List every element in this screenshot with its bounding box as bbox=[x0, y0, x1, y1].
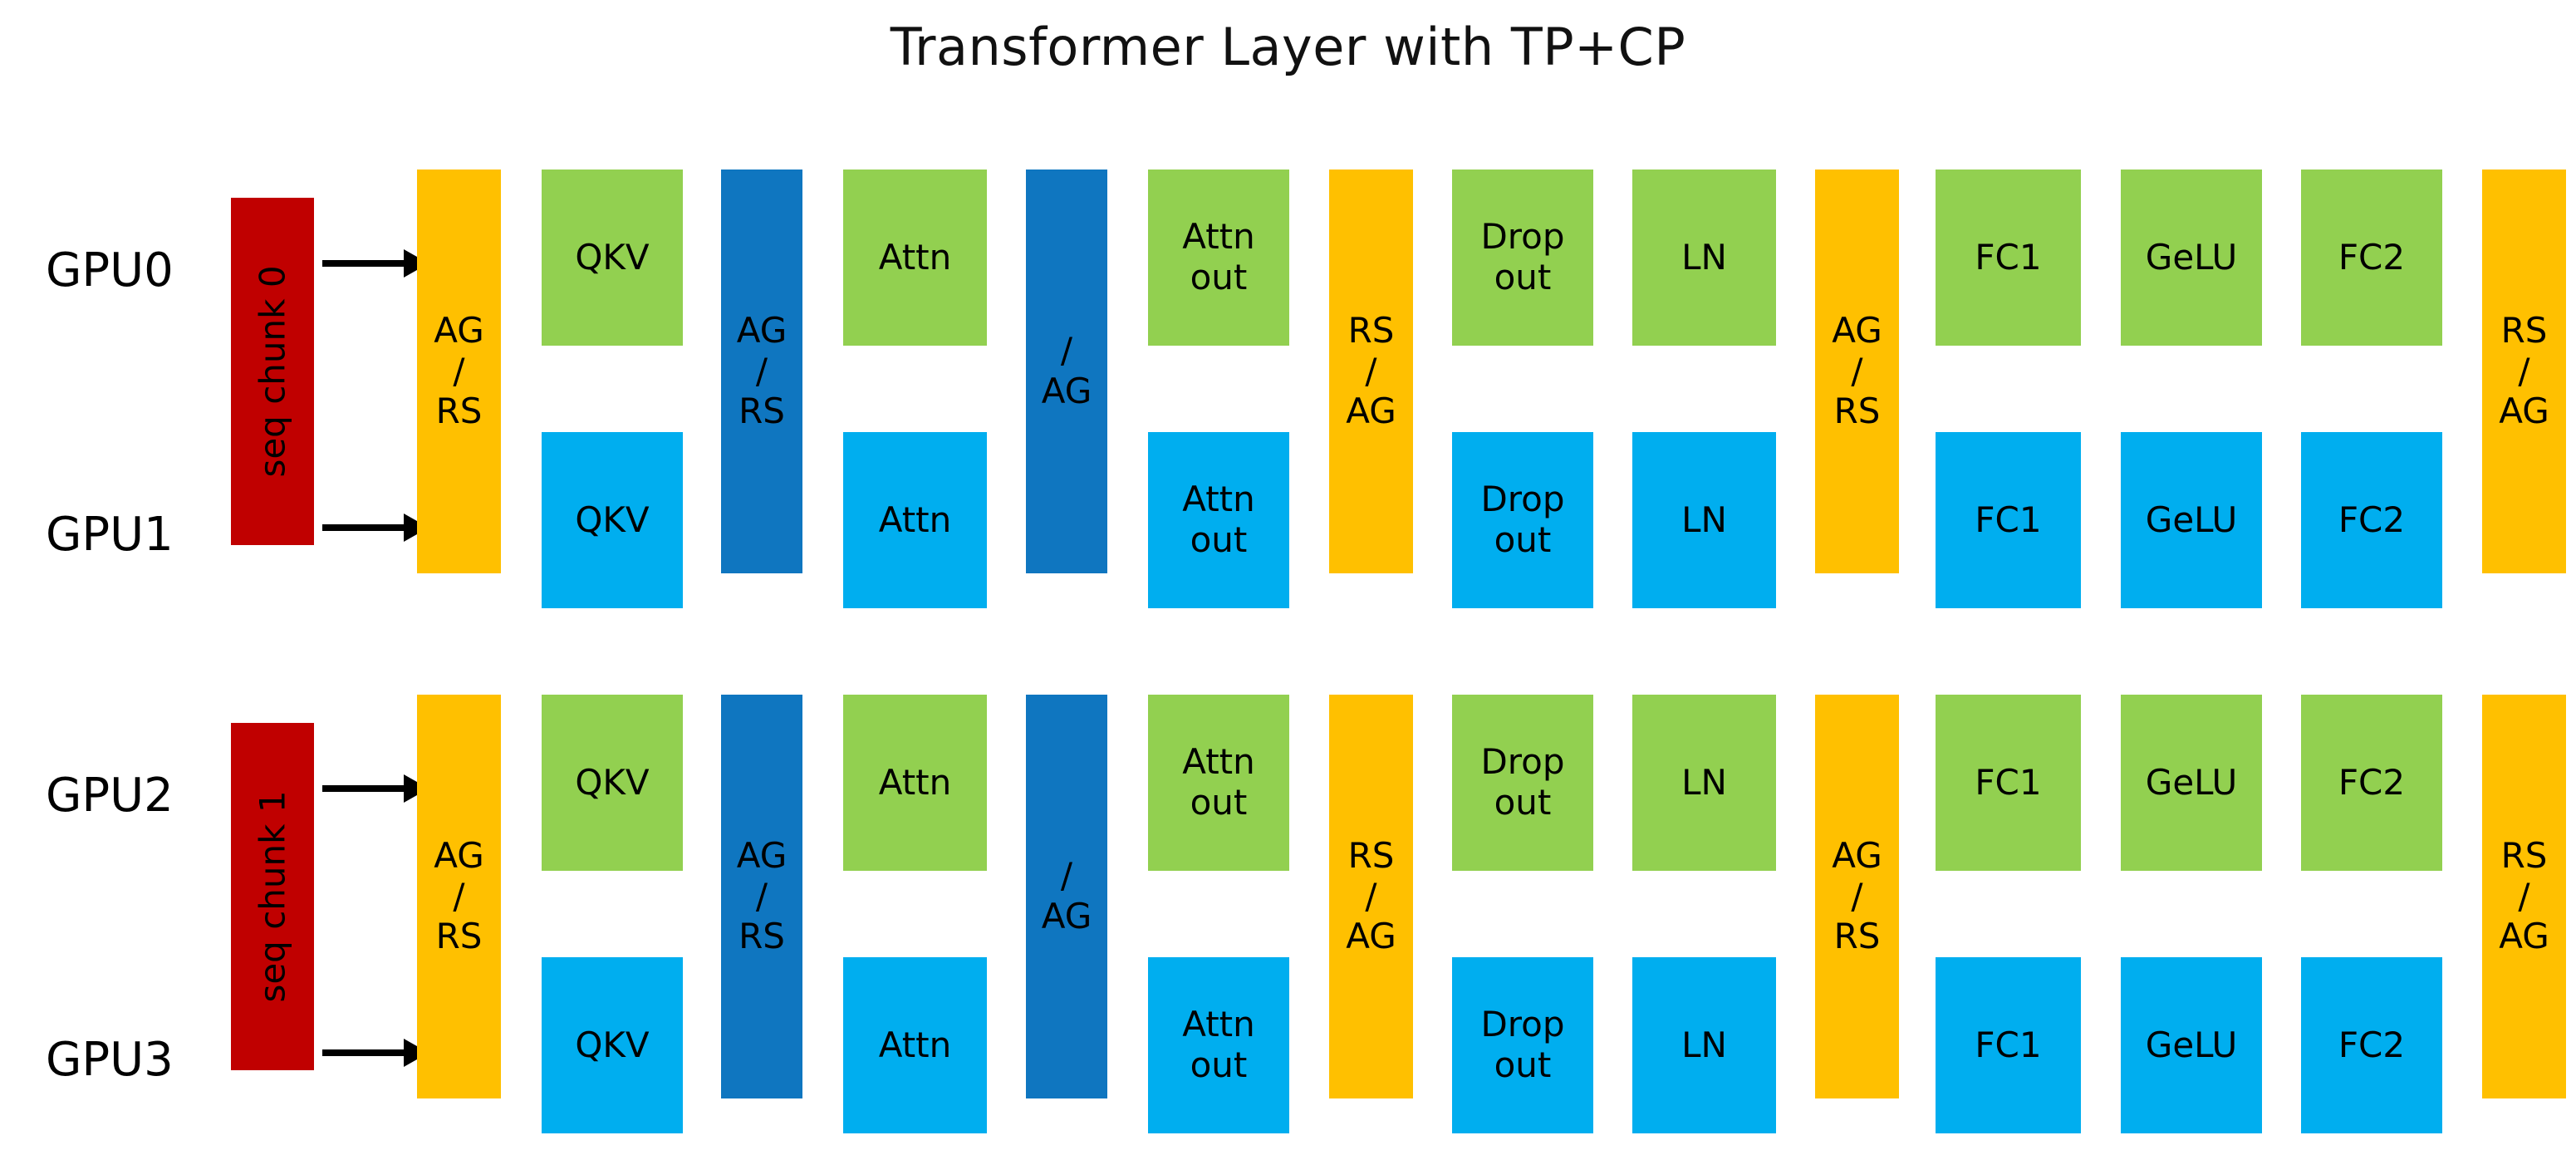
block-label-dropout: Drop out bbox=[1480, 1004, 1565, 1085]
block-ag-rs-mlp: AG / RS bbox=[1815, 170, 1899, 573]
block-rs-ag-out: RS / AG bbox=[2482, 170, 2566, 573]
block-label-attn: Attn bbox=[878, 236, 952, 278]
block-label-ln: LN bbox=[1681, 499, 1727, 540]
gpu-label-gpu1: GPU1 bbox=[46, 508, 174, 562]
block-label-fc1: FC1 bbox=[1975, 236, 2042, 278]
block-label-ag-rs-qkv: AG / RS bbox=[736, 834, 788, 957]
block-attn-out-b: Attn out bbox=[1148, 957, 1289, 1133]
block-label-attn: Attn bbox=[878, 499, 952, 540]
block-attn-b: Attn bbox=[843, 432, 987, 608]
block-label-ag-rs-input: AG / RS bbox=[434, 834, 484, 957]
block-label-fc1: FC1 bbox=[1975, 499, 2042, 540]
block-label-ag-attn: / AG bbox=[1041, 855, 1092, 936]
block-label-attn-out: Attn out bbox=[1182, 1004, 1255, 1085]
block-dropout-b: Drop out bbox=[1452, 957, 1593, 1133]
gpu-group-top: GPU0 GPU1 seq chunk 0 AG / RS QKV QKV AG / … bbox=[0, 150, 2576, 608]
block-rs-ag-attn: RS / AG bbox=[1329, 170, 1413, 573]
block-attn-a: Attn bbox=[843, 170, 987, 346]
block-label-qkv: QKV bbox=[575, 236, 650, 278]
block-attn-out-a: Attn out bbox=[1148, 170, 1289, 346]
block-label-ag-rs-qkv: AG / RS bbox=[736, 309, 788, 432]
block-dropout-b: Drop out bbox=[1452, 432, 1593, 608]
block-label-rs-ag-out: RS / AG bbox=[2499, 309, 2549, 432]
block-label-rs-ag-out: RS / AG bbox=[2499, 834, 2549, 957]
block-label-ag-rs-mlp: AG / RS bbox=[1832, 834, 1882, 957]
block-fc2-b: FC2 bbox=[2301, 957, 2442, 1133]
block-ln-a: LN bbox=[1632, 170, 1776, 346]
block-label-dropout: Drop out bbox=[1480, 216, 1565, 297]
block-gelu-b: GeLU bbox=[2121, 957, 2262, 1133]
gpu-label-gpu3: GPU3 bbox=[46, 1033, 174, 1087]
page-title: Transformer Layer with TP+CP bbox=[890, 17, 1686, 77]
block-ag-rs-qkv: AG / RS bbox=[721, 170, 802, 573]
block-qkv-b: QKV bbox=[542, 432, 683, 608]
block-label-gelu: GeLU bbox=[2145, 1024, 2238, 1065]
block-fc2-b: FC2 bbox=[2301, 432, 2442, 608]
block-label-qkv: QKV bbox=[575, 499, 650, 540]
seq-chunk-block-1: seq chunk 1 bbox=[231, 723, 314, 1070]
block-fc1-a: FC1 bbox=[1936, 170, 2081, 346]
block-ag-attn: / AG bbox=[1026, 170, 1107, 573]
block-ag-rs-input: AG / RS bbox=[417, 695, 501, 1098]
block-fc1-b: FC1 bbox=[1936, 432, 2081, 608]
block-ln-a: LN bbox=[1632, 695, 1776, 871]
block-fc2-a: FC2 bbox=[2301, 695, 2442, 871]
block-attn-out-b: Attn out bbox=[1148, 432, 1289, 608]
block-ag-attn: / AG bbox=[1026, 695, 1107, 1098]
block-label-qkv: QKV bbox=[575, 1024, 650, 1065]
block-label-rs-ag-attn: RS / AG bbox=[1346, 309, 1396, 432]
block-label-attn: Attn bbox=[878, 761, 952, 803]
gpu-label-gpu0: GPU0 bbox=[46, 243, 174, 297]
block-label-fc1: FC1 bbox=[1975, 761, 2042, 803]
block-ag-rs-input: AG / RS bbox=[417, 170, 501, 573]
block-attn-b: Attn bbox=[843, 957, 987, 1133]
block-label-ln: LN bbox=[1681, 236, 1727, 278]
block-fc1-a: FC1 bbox=[1936, 695, 2081, 871]
block-label-attn-out: Attn out bbox=[1182, 741, 1255, 823]
block-rs-ag-out: RS / AG bbox=[2482, 695, 2566, 1098]
seq-chunk-label-1: seq chunk 1 bbox=[252, 790, 293, 1003]
block-gelu-a: GeLU bbox=[2121, 695, 2262, 871]
block-label-ag-rs-mlp: AG / RS bbox=[1832, 309, 1882, 432]
block-label-attn: Attn bbox=[878, 1024, 952, 1065]
block-dropout-a: Drop out bbox=[1452, 170, 1593, 346]
seq-chunk-block-0: seq chunk 0 bbox=[231, 198, 314, 545]
block-ag-rs-mlp: AG / RS bbox=[1815, 695, 1899, 1098]
block-label-fc2: FC2 bbox=[2338, 236, 2406, 278]
block-label-gelu: GeLU bbox=[2145, 761, 2238, 803]
block-label-qkv: QKV bbox=[575, 761, 650, 803]
block-label-fc1: FC1 bbox=[1975, 1024, 2042, 1065]
block-label-fc2: FC2 bbox=[2338, 761, 2406, 803]
block-label-ag-attn: / AG bbox=[1041, 330, 1092, 411]
block-rs-ag-attn: RS / AG bbox=[1329, 695, 1413, 1098]
block-label-dropout: Drop out bbox=[1480, 741, 1565, 823]
gpu-label-gpu2: GPU2 bbox=[46, 769, 174, 823]
block-ag-rs-qkv: AG / RS bbox=[721, 695, 802, 1098]
block-qkv-b: QKV bbox=[542, 957, 683, 1133]
block-label-ln: LN bbox=[1681, 761, 1727, 803]
block-gelu-a: GeLU bbox=[2121, 170, 2262, 346]
block-fc2-a: FC2 bbox=[2301, 170, 2442, 346]
block-gelu-b: GeLU bbox=[2121, 432, 2262, 608]
block-ln-b: LN bbox=[1632, 432, 1776, 608]
block-ln-b: LN bbox=[1632, 957, 1776, 1133]
block-attn-out-a: Attn out bbox=[1148, 695, 1289, 871]
block-dropout-a: Drop out bbox=[1452, 695, 1593, 871]
block-fc1-b: FC1 bbox=[1936, 957, 2081, 1133]
block-label-gelu: GeLU bbox=[2145, 236, 2238, 278]
block-qkv-a: QKV bbox=[542, 695, 683, 871]
block-label-rs-ag-attn: RS / AG bbox=[1346, 834, 1396, 957]
block-label-ag-rs-input: AG / RS bbox=[434, 309, 484, 432]
block-attn-a: Attn bbox=[843, 695, 987, 871]
seq-chunk-label-0: seq chunk 0 bbox=[252, 265, 293, 478]
block-label-dropout: Drop out bbox=[1480, 479, 1565, 560]
block-label-fc2: FC2 bbox=[2338, 1024, 2406, 1065]
block-label-attn-out: Attn out bbox=[1182, 479, 1255, 560]
block-label-fc2: FC2 bbox=[2338, 499, 2406, 540]
block-label-gelu: GeLU bbox=[2145, 499, 2238, 540]
block-qkv-a: QKV bbox=[542, 170, 683, 346]
block-label-ln: LN bbox=[1681, 1024, 1727, 1065]
gpu-group-bottom: GPU2 GPU3 seq chunk 1 AG / RS QKV QKV AG / … bbox=[0, 675, 2576, 1133]
block-label-attn-out: Attn out bbox=[1182, 216, 1255, 297]
